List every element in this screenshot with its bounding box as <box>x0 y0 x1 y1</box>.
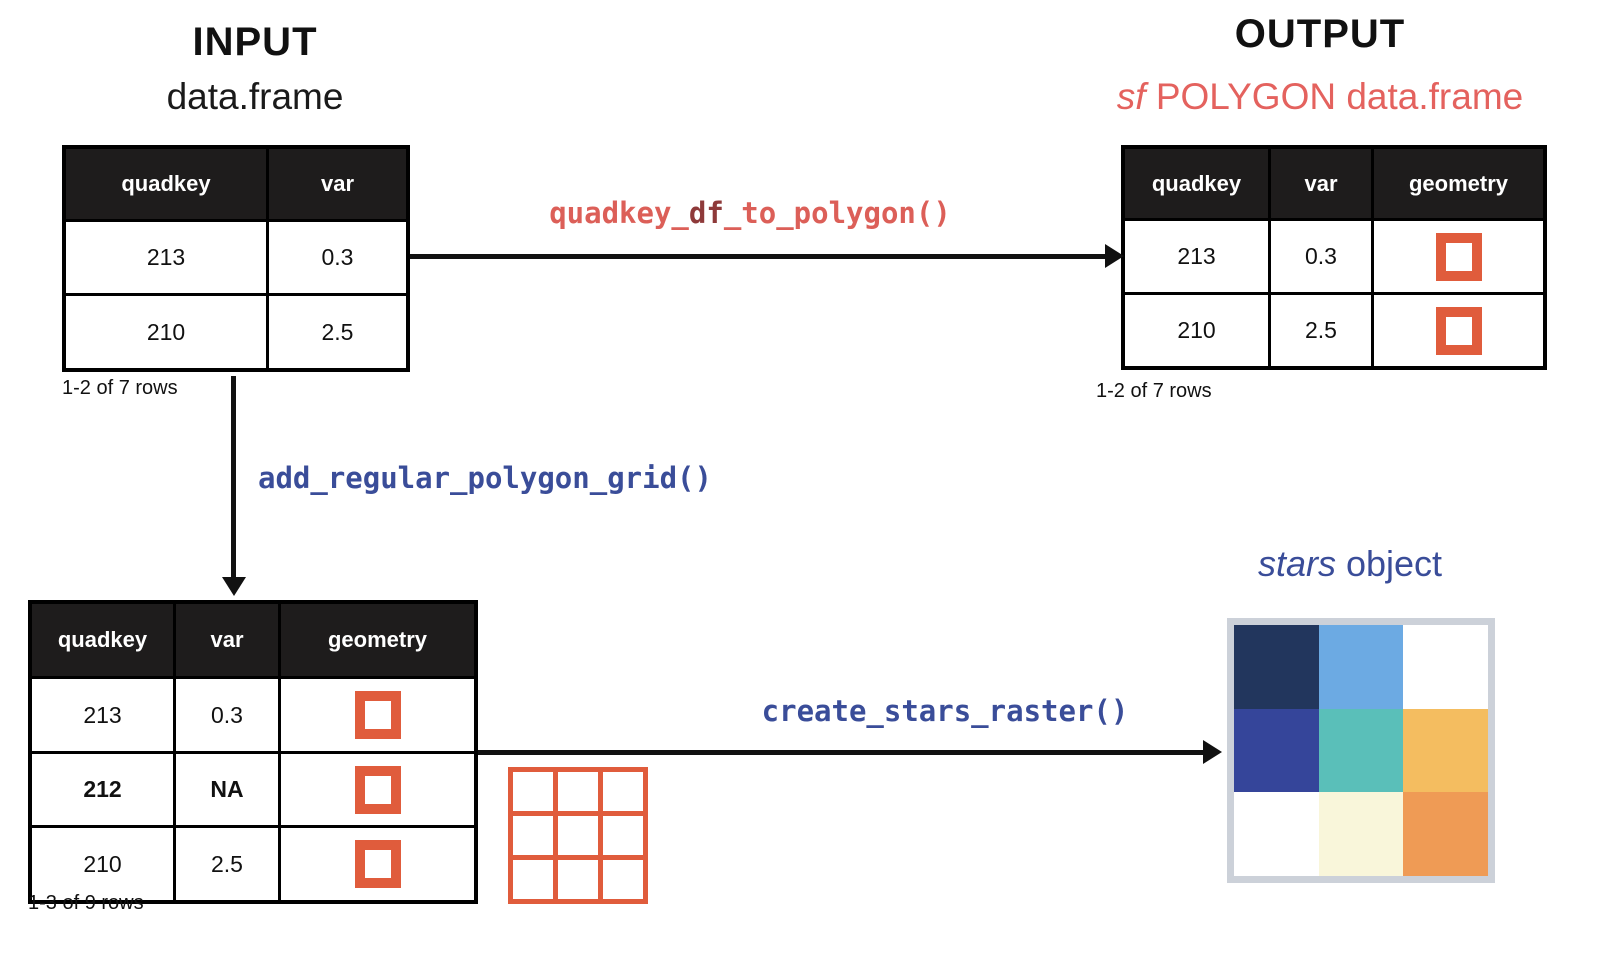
output-table: quadkey var geometry 213 0.3 210 2.5 <box>1121 145 1547 370</box>
raster-cell <box>1403 792 1488 876</box>
arrow-right-line <box>478 750 1205 755</box>
stars-object-title: stars object <box>1180 543 1520 585</box>
grid-table: quadkey var geometry 213 0.3 212 NA 210 … <box>28 600 478 904</box>
raster-cell <box>1234 625 1319 709</box>
table-cell: 2.5 <box>176 828 278 900</box>
table-cell <box>1374 295 1543 366</box>
table-cell: 0.3 <box>176 679 278 751</box>
output-title: OUTPUT <box>1234 12 1406 56</box>
table-cell <box>281 679 474 751</box>
table-cell: 212 <box>32 754 173 825</box>
column-header: geometry <box>281 604 474 676</box>
table-cell: 213 <box>1125 221 1268 292</box>
stars-title-italic: stars <box>1257 543 1336 584</box>
function-label-quadkey-df-to-polygon: quadkey_df_to_polygon() <box>520 196 980 230</box>
input-table-rowcount: 1-2 of 7 rows <box>62 377 178 399</box>
function-label-part: df <box>688 196 724 230</box>
function-label-create-stars-raster: create_stars_raster() <box>761 694 1129 728</box>
table-cell: 2.5 <box>1271 295 1371 366</box>
table-cell <box>1374 221 1543 292</box>
arrow-down-icon <box>222 577 246 596</box>
column-header: var <box>176 604 278 676</box>
table-cell: 0.3 <box>269 222 406 293</box>
column-header: var <box>269 149 406 219</box>
grid-cell <box>558 860 598 899</box>
polygon-icon <box>354 840 401 888</box>
raster-cell <box>1403 625 1488 709</box>
column-header: quadkey <box>66 149 266 219</box>
raster-cell <box>1234 708 1319 793</box>
table-cell <box>281 754 474 825</box>
output-table-rowcount: 1-2 of 7 rows <box>1096 380 1212 402</box>
arrow-down-line <box>231 376 236 579</box>
output-subtitle-sf: sf <box>1116 76 1146 117</box>
column-header: geometry <box>1374 149 1543 218</box>
grid-cell <box>513 860 553 899</box>
table-cell: 210 <box>32 828 173 900</box>
grid-cell <box>558 772 598 811</box>
raster-cell <box>1403 708 1488 793</box>
stars-raster <box>1227 618 1495 883</box>
table-cell: 210 <box>1125 295 1268 366</box>
raster-cell <box>1234 792 1319 876</box>
table-cell: 210 <box>66 296 266 368</box>
stars-title-rest: object <box>1335 543 1443 584</box>
raster-cell <box>1318 792 1404 876</box>
grid-cell <box>603 816 643 855</box>
input-table: quadkey var 213 0.3 210 2.5 <box>62 145 410 372</box>
polygon-grid-icon <box>508 767 648 904</box>
output-subtitle: sf POLYGON data.frame <box>1080 76 1560 118</box>
input-title: INPUT <box>192 20 318 64</box>
input-subtitle: data.frame <box>166 76 344 117</box>
function-label-part: quadkey_ <box>549 196 689 230</box>
raster-cell <box>1318 708 1404 793</box>
table-cell <box>281 828 474 900</box>
grid-table-rowcount: 1-3 of 9 rows <box>28 892 144 914</box>
table-cell: 213 <box>66 222 266 293</box>
arrow-right-icon <box>1203 740 1222 764</box>
grid-cell <box>603 772 643 811</box>
polygon-icon <box>1435 306 1482 355</box>
grid-cell <box>603 860 643 899</box>
polygon-icon <box>1435 232 1482 281</box>
arrow-right-icon <box>1105 244 1124 268</box>
arrow-right-line <box>410 254 1108 259</box>
grid-cell <box>513 772 553 811</box>
function-label-add-regular-polygon-grid: add_regular_polygon_grid() <box>258 461 712 495</box>
column-header: quadkey <box>32 604 173 676</box>
table-cell: 2.5 <box>269 296 406 368</box>
grid-cell <box>558 816 598 855</box>
output-subtitle-rest: POLYGON data.frame <box>1145 76 1524 117</box>
polygon-icon <box>354 765 401 814</box>
column-header: var <box>1271 149 1371 218</box>
table-cell: 0.3 <box>1271 221 1371 292</box>
table-cell: 213 <box>32 679 173 751</box>
function-label-part: _to_polygon() <box>723 196 951 230</box>
raster-cell <box>1318 625 1404 709</box>
table-cell: NA <box>176 754 278 825</box>
grid-cell <box>513 816 553 855</box>
polygon-icon <box>354 691 401 739</box>
column-header: quadkey <box>1125 149 1268 218</box>
